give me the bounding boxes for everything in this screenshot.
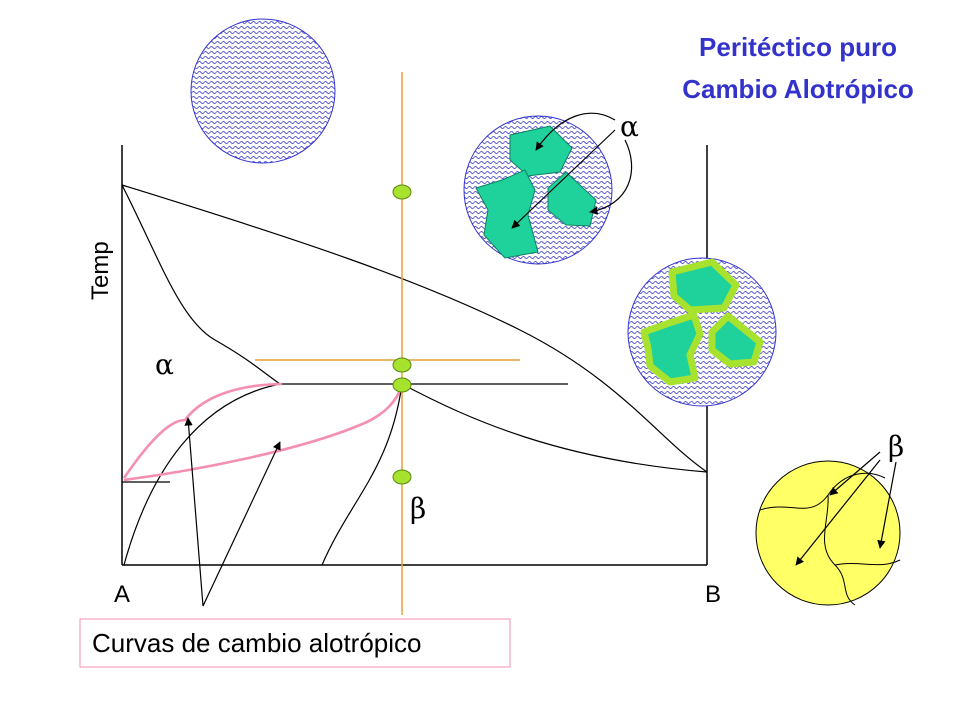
caption-text: Curvas de cambio alotrópico	[92, 628, 422, 658]
axis-label-b: B	[705, 581, 721, 608]
allotropic-curve-upper	[122, 382, 283, 479]
title-line-1: Peritéctico puro	[699, 32, 897, 62]
state-point-beta	[392, 469, 412, 485]
beta-solvus-curve	[321, 383, 403, 566]
alpha-grain-label: α	[620, 110, 639, 143]
beta-arrow-2	[795, 459, 881, 566]
alpha-solvus-curve	[123, 383, 281, 566]
alpha-solidus-curve	[121, 184, 281, 385]
beta-arrow-1	[829, 451, 881, 496]
peritectic-reaction-circle-icon	[627, 257, 777, 407]
phase-label-beta: β	[410, 492, 426, 525]
state-point-liquid	[392, 184, 412, 200]
beta-arrow-3	[877, 461, 897, 549]
phase-label-alpha: α	[155, 348, 174, 381]
beta-grain-label: β	[888, 430, 904, 463]
caption-arrow-1	[184, 417, 204, 607]
title-line-2: Cambio Alotrópico	[682, 74, 914, 104]
liquid-phase-circle-icon	[190, 18, 336, 164]
state-point-two-phase	[392, 357, 412, 373]
state-point-peritectic	[392, 377, 412, 393]
alpha-arrow-2	[511, 129, 616, 229]
caption-box: Curvas de cambio alotrópico	[79, 618, 511, 668]
phase-diagram: Temp A B α β	[87, 72, 721, 615]
alpha-nuclei-circle-icon: α	[463, 110, 639, 265]
alpha-arrow-1	[535, 112, 616, 151]
alpha-arrow-3	[589, 139, 633, 215]
caption-arrow-2	[202, 441, 281, 607]
beta-solidus-curve	[401, 383, 708, 473]
axis-label-a: A	[114, 581, 130, 608]
caption-border	[79, 618, 511, 668]
y-axis-label: Temp	[87, 241, 114, 300]
allotropic-curve-lower	[123, 383, 404, 482]
beta-grains-circle-icon: β	[755, 430, 904, 606]
liquidus-curve	[121, 184, 708, 473]
